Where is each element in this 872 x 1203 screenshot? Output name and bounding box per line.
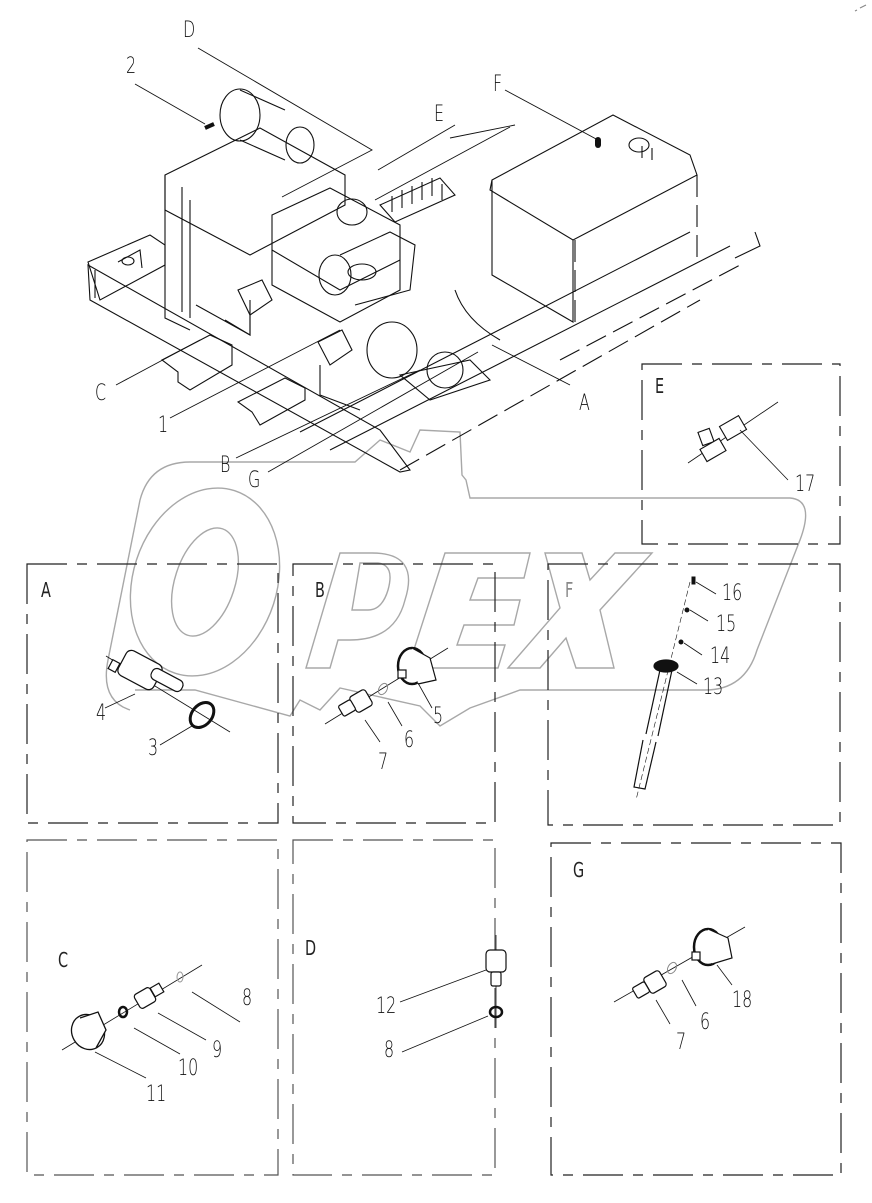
part-number-5: 5 [433,704,444,729]
part-number-12: 12 [376,994,397,1019]
part-number-11: 11 [146,1082,167,1107]
part-number-18: 18 [732,988,753,1013]
injector-pump [379,177,456,223]
panel-border-g [550,842,842,1176]
parts-14-16-fasteners [678,576,717,656]
part-number-8-d: 8 [384,1038,395,1063]
part-5-oil-pressure-sensor [324,646,449,725]
callout-2: 2 [126,54,137,79]
panel-title-c: C [58,948,69,972]
part-number-13: 13 [703,675,724,700]
fuel-tank [489,114,698,323]
part-4-temperature-sender [104,649,231,733]
part-number-17: 17 [795,472,816,497]
corner-mark [854,4,867,12]
part-number-9: 9 [212,1038,223,1063]
part-9-adapter [133,982,207,1041]
part-3-washer [159,700,216,746]
part-10-washer [117,1005,181,1055]
part-13-dipstick-tube [633,581,698,801]
part-7-adapter-g [632,970,671,1025]
part-11-sender [61,964,203,1079]
panel-title-b: B [315,578,325,602]
panel-title-f: F [565,578,574,602]
panel-title-e: E [655,374,665,398]
part-17-elbow-sensor [687,401,789,481]
callout-e: E [434,102,445,127]
part-number-6: 6 [404,728,415,753]
part-number-15: 15 [716,612,737,637]
part-6-o-ring [377,682,403,727]
part-number-8-c: 8 [242,986,253,1011]
part-8-washer-d [401,1005,504,1053]
part-number-4: 4 [96,701,107,726]
panel-title-g: G [573,858,585,882]
part-18-pressure-sensor [613,926,746,1003]
callout-f: F [493,72,503,97]
part-6-o-ring-g [666,961,697,1007]
panel-border-a [26,563,279,824]
part-7-adapter [338,689,381,743]
part-number-10: 10 [178,1056,199,1081]
main-assembly-view [87,88,761,473]
callout-a: A [579,391,590,416]
opex-watermark [105,429,807,727]
panel-border-c [26,839,279,1176]
main-leader-lines [115,47,599,473]
panel-border-e [641,363,841,545]
part-number-3: 3 [148,736,159,761]
callout-1: 1 [158,413,169,438]
panel-title-a: A [41,578,51,602]
part-12-sender [399,935,507,1028]
panel-border-f [547,563,841,826]
panel-title-d: D [305,936,317,960]
callout-g: G [248,468,261,493]
panel-borders [26,363,842,1176]
callout-b: B [220,453,231,478]
part-number-6-g: 6 [700,1010,711,1035]
callout-c: C [95,381,107,406]
part-8-o-ring-c [176,971,241,1023]
part-number-14: 14 [710,644,731,669]
part-number-7-g: 7 [676,1030,687,1055]
callout-d: D [183,18,196,43]
part-number-7: 7 [378,750,389,775]
panel-border-b [292,563,496,824]
part-number-16: 16 [722,581,743,606]
